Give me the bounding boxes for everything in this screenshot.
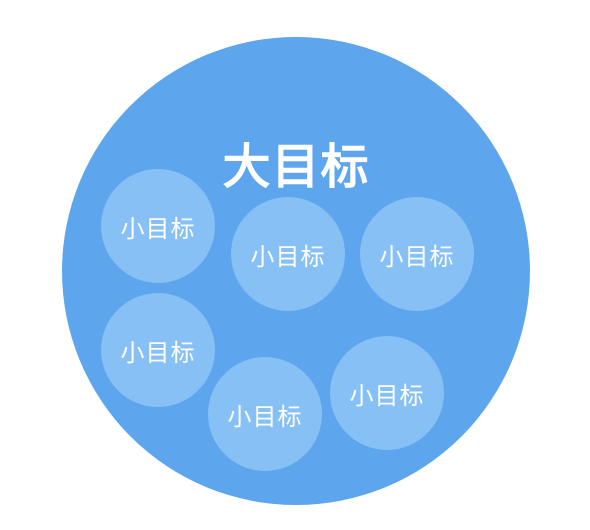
small-goal-circle-6: 小目标 xyxy=(330,336,444,450)
small-goal-label: 小目标 xyxy=(250,242,326,271)
small-goal-label: 小目标 xyxy=(379,242,455,271)
small-goal-circle-5: 小目标 xyxy=(208,357,322,471)
small-goal-circle-2: 小目标 xyxy=(231,197,345,311)
big-goal-label: 大目标 xyxy=(222,139,370,195)
small-goal-label: 小目标 xyxy=(120,338,196,367)
small-goal-circle-1: 小目标 xyxy=(101,169,215,283)
small-goal-circle-3: 小目标 xyxy=(360,197,474,311)
big-goal-circle: 大目标 小目标 小目标 小目标 小目标 小目标 小目标 xyxy=(62,37,530,505)
small-goal-label: 小目标 xyxy=(349,381,425,410)
small-goal-label: 小目标 xyxy=(227,402,303,431)
small-goal-label: 小目标 xyxy=(120,214,196,243)
small-goal-circle-4: 小目标 xyxy=(101,293,215,407)
